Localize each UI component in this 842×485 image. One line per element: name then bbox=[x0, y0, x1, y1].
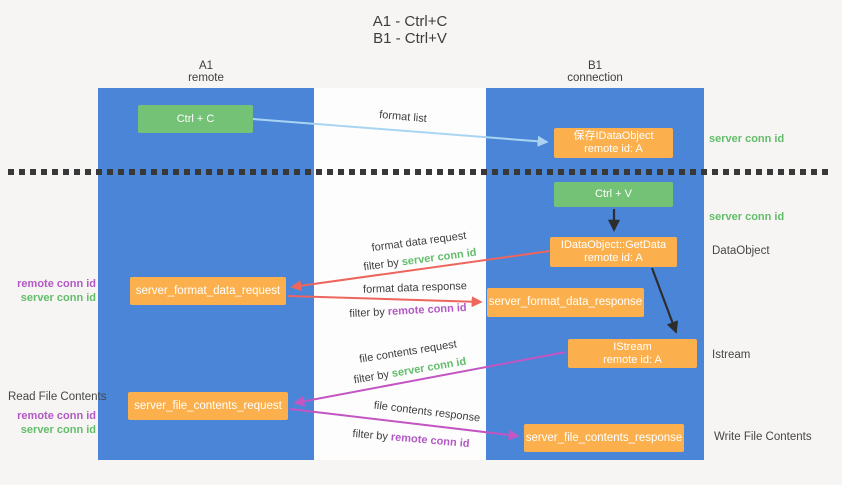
file-contents-request-arrow bbox=[293, 351, 567, 407]
istream-side-label: Istream bbox=[712, 349, 751, 361]
getdata-line2: remote id: A bbox=[584, 252, 643, 264]
lane-a1-name: A1 bbox=[198, 60, 214, 72]
filter-by-text: filter by bbox=[349, 306, 386, 321]
server-format-data-request-label: server_format_data_request bbox=[135, 284, 281, 297]
save-idataobject-box: 保存IDataObject remote id: A bbox=[554, 128, 673, 158]
save-idataobject-line2: remote id: A bbox=[584, 143, 643, 155]
lane-b1-name: B1 bbox=[587, 60, 603, 72]
server-file-contents-response-label: server_file_contents_response bbox=[525, 431, 683, 444]
lane-header-a1: A1 remote bbox=[98, 60, 314, 84]
remote-conn-id-label-mid: remote conn id bbox=[17, 278, 96, 290]
server-conn-id-label-top: server conn id bbox=[709, 133, 785, 145]
getdata-line1: IDataObject::GetData bbox=[560, 239, 667, 251]
ctrl-c-box: Ctrl + C bbox=[138, 105, 253, 133]
getdata-to-istream-arrow bbox=[650, 267, 679, 334]
lane-header-b1: B1 connection bbox=[486, 60, 704, 84]
server-format-data-response-box: server_format_data_response bbox=[487, 288, 644, 317]
server-conn-id-label-mid: server conn id bbox=[709, 211, 785, 223]
ctrl-v-box: Ctrl + V bbox=[554, 182, 673, 207]
server-conn-id-label-left-bottom: server conn id bbox=[20, 424, 96, 436]
write-file-contents-label: Write File Contents bbox=[714, 431, 812, 443]
remote-conn-id-label-bottom: remote conn id bbox=[17, 410, 96, 422]
title-line-2: B1 - Ctrl+V bbox=[373, 30, 447, 47]
format-data-request-arrow bbox=[290, 250, 551, 292]
istream-line2: remote id: A bbox=[603, 353, 662, 366]
format-data-response-arrow bbox=[287, 295, 483, 308]
ctrl-c-label: Ctrl + C bbox=[176, 112, 215, 125]
server-conn-id-label-left-mid: server conn id bbox=[20, 292, 96, 304]
diagram-title: A1 - Ctrl+C B1 - Ctrl+V bbox=[260, 13, 560, 47]
server-format-data-request-box: server_format_data_request bbox=[130, 277, 286, 305]
middle-band bbox=[314, 88, 486, 460]
file-contents-response-arrow bbox=[289, 408, 520, 441]
dataobject-label: DataObject bbox=[712, 245, 770, 257]
format-list-arrow bbox=[252, 118, 549, 147]
istream-line1: IStream bbox=[613, 340, 652, 353]
istream-box: IStream remote id: A bbox=[568, 339, 697, 368]
lane-b1-subtitle: connection bbox=[567, 72, 623, 84]
server-file-contents-response-box: server_file_contents_response bbox=[524, 424, 684, 452]
server-file-contents-request-box: server_file_contents_request bbox=[128, 392, 288, 420]
ctrl-v-label: Ctrl + V bbox=[595, 188, 632, 200]
lane-a1-subtitle: remote bbox=[188, 72, 224, 84]
read-file-contents-label: Read File Contents bbox=[8, 391, 107, 403]
server-file-contents-request-label: server_file_contents_request bbox=[134, 399, 282, 412]
server-format-data-response-label: server_format_data_response bbox=[488, 296, 643, 308]
title-line-1: A1 - Ctrl+C bbox=[372, 13, 448, 30]
dotted-separator-line bbox=[8, 169, 832, 175]
getdata-box: IDataObject::GetData remote id: A bbox=[550, 237, 677, 267]
save-idataobject-line1: 保存IDataObject bbox=[573, 130, 654, 142]
